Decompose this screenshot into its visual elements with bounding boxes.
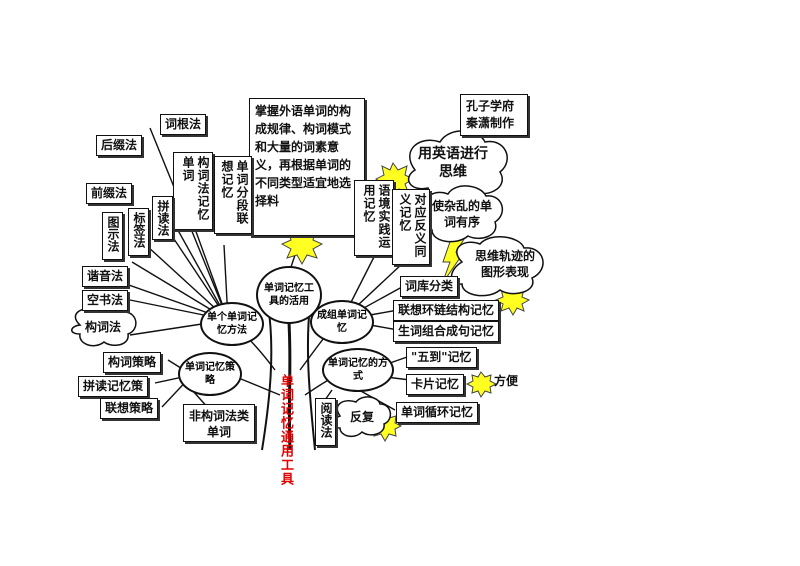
spelling-node: 拼读法 xyxy=(152,196,173,240)
non-formation-node: 非构词法类单词 xyxy=(183,404,255,442)
blank-node: 空书法 xyxy=(82,290,129,311)
pictograph-node: 图示法 xyxy=(102,212,123,260)
thinking-path-cloud: 思维轨迹的图形表现 xyxy=(474,249,535,279)
trunk-label: 单词记忆通用工具 xyxy=(278,374,293,486)
formation-memory-node: 构词法记忆单词 xyxy=(173,152,213,230)
methods-branch: 单个单词记忆方法 xyxy=(200,302,264,346)
formation-strategy-node: 构词策略 xyxy=(103,352,162,373)
repeat-cloud: 反复 xyxy=(349,410,374,424)
label-method-node: 标签法 xyxy=(128,208,149,256)
orderly-cloud: 使杂乱的单词有序 xyxy=(432,199,493,229)
spelling-strategy-node: 拼读记忆策 xyxy=(78,376,149,397)
word-combo-node: 生词组合成句记忆 xyxy=(393,321,500,342)
homophone-node: 谐音法 xyxy=(82,266,129,287)
root-method-node: 词根法 xyxy=(160,114,207,135)
cloud-shape xyxy=(332,396,392,438)
strategy-branch: 单词记忆策略 xyxy=(178,352,242,396)
top-note-box: 掌握外语单词的构成规律、构词模式和大量的词素意义，再根据单词的不同类型适宜地选择… xyxy=(249,98,365,236)
hub-ellipse: 单词记忆工具的活用 xyxy=(256,266,322,324)
cloud-shape xyxy=(407,130,508,199)
word-formation-cloud: 构词法 xyxy=(84,320,121,334)
card-node: 卡片记忆 xyxy=(406,374,465,395)
ways-branch: 单词记忆的方式 xyxy=(322,348,394,392)
context-node: 语境实践运用记忆 xyxy=(354,180,394,256)
association-strategy-node: 联想策略 xyxy=(100,398,159,419)
opposite-node: 对应反义同义记忆 xyxy=(392,189,430,265)
credit-box: 孔子学府秦潇制作 xyxy=(460,94,528,136)
cloud-shape xyxy=(420,185,504,243)
prefix-node: 前缀法 xyxy=(86,183,133,204)
reading-node: 阅读法 xyxy=(315,398,336,446)
cloud-shape xyxy=(450,236,544,297)
cycle-node: 单词循环记忆 xyxy=(396,402,479,423)
convenient-label: 方便 xyxy=(493,374,518,388)
assoc-chain-node: 联想环链结构记忆 xyxy=(393,300,500,321)
thesaurus-node: 词库分类 xyxy=(400,276,459,297)
english-think-cloud: 用英语进行思维 xyxy=(418,146,488,180)
five-to-node: "五到"记忆 xyxy=(406,347,477,368)
group-branch: 成组单词记忆 xyxy=(310,300,374,344)
suffix-node: 后缀法 xyxy=(96,135,143,156)
segment-node: 单词分段联想记忆 xyxy=(214,156,252,234)
